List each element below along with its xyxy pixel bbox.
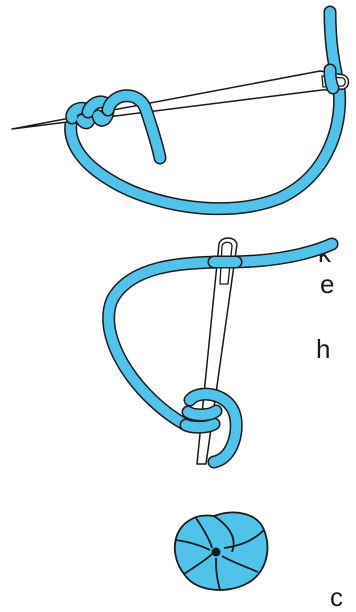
embroidery-diagram bbox=[0, 0, 356, 598]
thread-through-eye-step-1 bbox=[330, 70, 333, 88]
rose-center bbox=[212, 548, 221, 557]
step-1-wrap-thread-around-needle bbox=[12, 12, 349, 209]
thread-wraps-step-1 bbox=[72, 96, 160, 158]
coiled-rose-knot-icon bbox=[175, 512, 268, 590]
step-3-finished-rose bbox=[175, 512, 268, 590]
step-2-pull-needle-through bbox=[109, 238, 332, 464]
needle-step-1 bbox=[12, 71, 349, 129]
